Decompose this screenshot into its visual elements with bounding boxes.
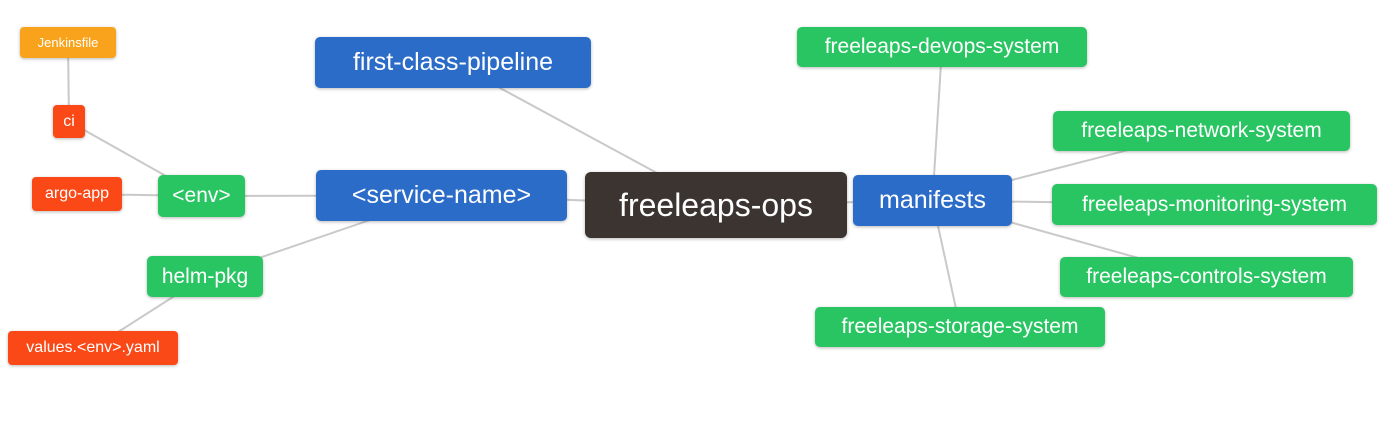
edge-manifests--freeleaps-devops-system: [931, 46, 943, 201]
mindmap-node-env[interactable]: <env>: [158, 175, 245, 217]
mindmap-node-freeleaps-devops-system[interactable]: freeleaps-devops-system: [797, 27, 1087, 67]
mindmap-node-manifests[interactable]: manifests: [853, 175, 1012, 226]
mindmap-node-ci[interactable]: ci: [53, 105, 85, 138]
mindmap-node-freeleaps-network-system[interactable]: freeleaps-network-system: [1053, 111, 1350, 151]
mindmap-node-freeleaps-storage-system[interactable]: freeleaps-storage-system: [815, 307, 1105, 347]
mindmap-node-jenkinsfile[interactable]: Jenkinsfile: [20, 27, 116, 58]
mindmap-node-values-env-yaml[interactable]: values.<env>.yaml: [8, 331, 178, 365]
mindmap-node-freeleaps-monitoring-system[interactable]: freeleaps-monitoring-system: [1052, 184, 1377, 225]
mindmap-node-first-class-pipeline[interactable]: first-class-pipeline: [315, 37, 591, 88]
mindmap-node-argo-app[interactable]: argo-app: [32, 177, 122, 211]
mindmap-node-service-name[interactable]: <service-name>: [316, 170, 567, 221]
mindmap-node-freeleaps-ops[interactable]: freeleaps-ops: [585, 172, 847, 238]
mindmap-node-helm-pkg[interactable]: helm-pkg: [147, 256, 263, 297]
mindmap-node-freeleaps-controls-system[interactable]: freeleaps-controls-system: [1060, 257, 1353, 297]
